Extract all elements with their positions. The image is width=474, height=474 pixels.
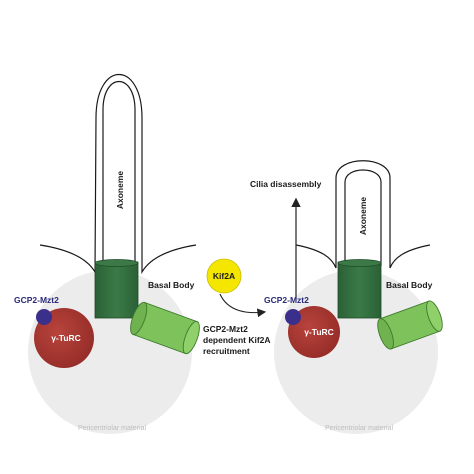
right-turc-label: γ-TuRC xyxy=(304,327,334,337)
right-pcm-label: Pericentriolar material xyxy=(325,425,394,432)
left-daughter-centriole xyxy=(130,301,200,355)
left-basal-body-label: Basal Body xyxy=(148,280,195,290)
middle-transition: Kif2A GCP2-Mzt2 dependent Kif2A recruitm… xyxy=(203,258,271,356)
kif2a-circle xyxy=(206,258,242,294)
left-gcp2-label: GCP2-Mzt2 xyxy=(14,295,59,305)
left-basal-body-top xyxy=(94,259,139,267)
cilia-disassembly-label: Cilia disassembly xyxy=(250,179,322,189)
process-label-3: recruitment xyxy=(203,346,250,356)
right-basal-body-top xyxy=(337,259,382,267)
process-label-1: GCP2-Mzt2 xyxy=(203,324,248,334)
left-ciliary-membrane xyxy=(39,74,197,275)
kif2a-arrow xyxy=(219,293,267,318)
left-gcp2 xyxy=(36,309,52,325)
right-axoneme xyxy=(344,169,382,266)
process-label-2: dependent Kif2A xyxy=(203,335,271,345)
right-axoneme-label: Axoneme xyxy=(358,197,368,236)
right-turc xyxy=(288,306,340,358)
left-basal-body xyxy=(94,261,139,319)
left-turc-label: γ-TuRC xyxy=(51,333,81,343)
right-basal-body xyxy=(337,261,382,319)
right-daughter-centriole xyxy=(377,300,443,350)
left-panel: Pericentriolar material Axoneme Basal Bo… xyxy=(14,74,200,434)
right-basal-body-label: Basal Body xyxy=(386,280,433,290)
left-pcm-label: Pericentriolar material xyxy=(78,425,147,432)
right-gcp2 xyxy=(285,309,301,325)
right-gcp2-label: GCP2-Mzt2 xyxy=(264,295,309,305)
right-panel: Pericentriolar material Axoneme Cilia di… xyxy=(250,160,443,434)
left-axoneme-label: Axoneme xyxy=(115,171,125,210)
kif2a-label: Kif2A xyxy=(213,271,235,281)
left-axoneme xyxy=(102,81,136,268)
right-ciliary-membrane xyxy=(295,160,431,269)
